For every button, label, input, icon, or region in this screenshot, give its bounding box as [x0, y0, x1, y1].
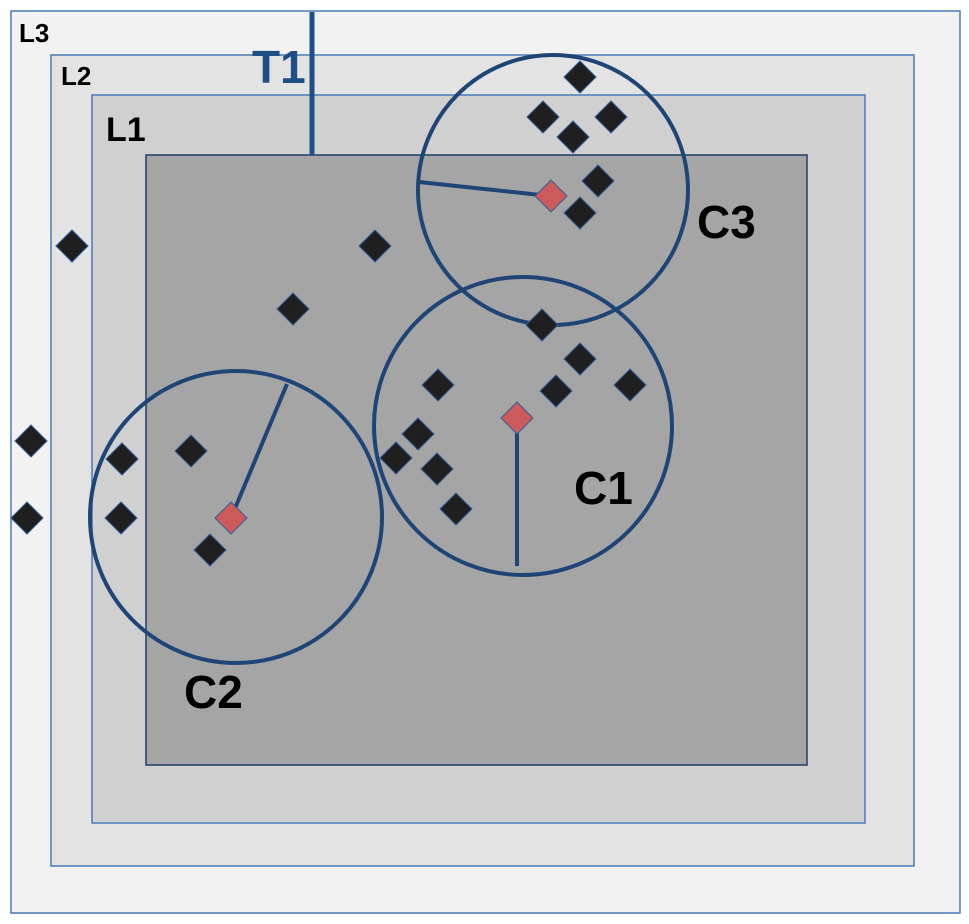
data-point [421, 368, 455, 402]
cluster-c2-label: C2 [184, 666, 243, 718]
data-point [10, 501, 44, 535]
data-point [193, 533, 227, 567]
layer-l2-label: L2 [61, 61, 91, 91]
threshold-label: T1 [252, 41, 306, 93]
centroid-point [214, 501, 248, 535]
data-point [613, 368, 647, 402]
cluster-c1-circle [372, 275, 674, 577]
data-point [358, 229, 392, 263]
data-point [563, 196, 597, 230]
cluster-c2-circle [88, 369, 384, 665]
data-point [594, 100, 628, 134]
cluster-c3-label: C3 [697, 196, 756, 248]
data-point [581, 164, 615, 198]
data-point [563, 342, 597, 376]
data-point [174, 434, 208, 468]
data-point [526, 100, 560, 134]
data-point [539, 374, 573, 408]
data-point [379, 441, 413, 475]
data-point [104, 501, 138, 535]
data-point [276, 292, 310, 326]
centroid-point [500, 401, 534, 435]
data-point [525, 308, 559, 342]
data-point [105, 442, 139, 476]
centroid-point [534, 179, 568, 213]
data-point [439, 492, 473, 526]
data-points [10, 60, 647, 567]
cluster-c1-label: C1 [574, 462, 633, 514]
data-point [401, 417, 435, 451]
data-point [55, 229, 89, 263]
data-point [563, 60, 597, 94]
cluster-c3-radius [418, 180, 551, 198]
layer-l3-label: L3 [19, 18, 49, 48]
data-point [420, 452, 454, 486]
cluster-c2-radius [229, 383, 289, 519]
data-point [556, 120, 590, 154]
layer-l1-label: L1 [106, 111, 146, 149]
data-point [14, 424, 48, 458]
